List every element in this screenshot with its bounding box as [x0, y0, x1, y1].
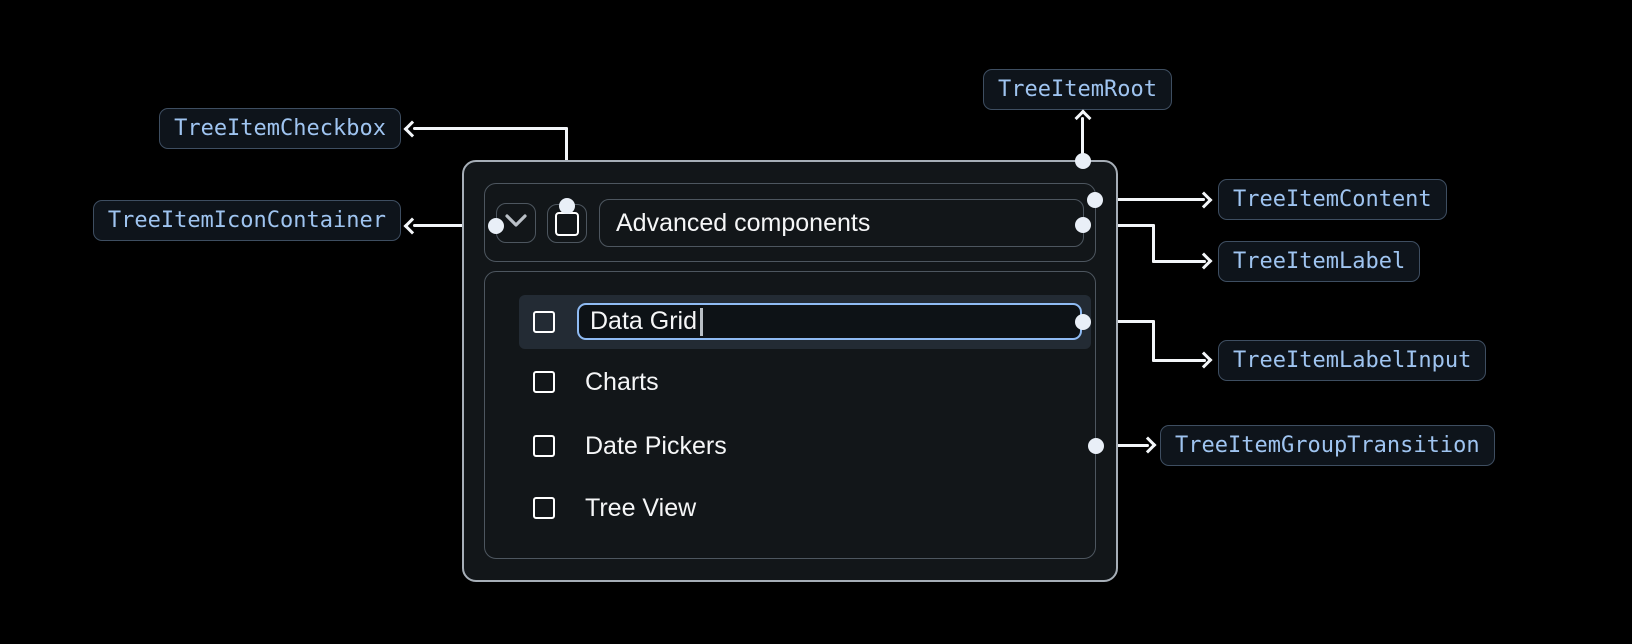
connector-dot [1088, 438, 1104, 454]
tree-row-label[interactable]: Charts [585, 368, 659, 396]
annotation-tree-item-content: TreeItemContent [1218, 179, 1447, 220]
text-cursor [699, 307, 703, 336]
connector-dot [1075, 217, 1091, 233]
checkbox-unchecked-icon[interactable] [533, 435, 555, 457]
annotation-tree-item-group-transition: TreeItemGroupTransition [1160, 425, 1495, 466]
connector-dot [559, 198, 575, 214]
connector-line [413, 224, 497, 227]
connector-line [1152, 359, 1206, 362]
connector-line [1152, 320, 1155, 362]
tree-item-content-box[interactable] [484, 183, 1096, 262]
tree-item-label-input-box[interactable]: Data Grid [577, 303, 1082, 340]
connector-line [1095, 198, 1205, 201]
label-input-value: Data Grid [590, 307, 697, 335]
tree-row-label[interactable]: Date Pickers [585, 432, 727, 460]
checkbox-unchecked-icon[interactable] [533, 497, 555, 519]
connector-line [1081, 117, 1084, 162]
connector-line [1083, 320, 1155, 323]
checkbox-unchecked-icon [555, 211, 579, 236]
chevron-down-icon [505, 213, 527, 233]
connector-dot [1087, 192, 1103, 208]
arrow-right-icon [1195, 351, 1213, 369]
connector-dot [1075, 314, 1091, 330]
tree-parent-label: Advanced components [616, 208, 871, 237]
arrow-up-icon [1074, 109, 1092, 127]
annotation-tree-item-checkbox: TreeItemCheckbox [159, 108, 401, 149]
connector-dot [488, 218, 504, 234]
connector-dot [1075, 153, 1091, 169]
arrow-right-icon [1195, 191, 1213, 209]
annotation-tree-item-label: TreeItemLabel [1218, 241, 1421, 282]
arrow-right-icon [1139, 436, 1157, 454]
checkbox-unchecked-icon[interactable] [533, 311, 555, 333]
tree-item-root-box [462, 160, 1118, 582]
connector-line [1083, 224, 1155, 227]
annotation-tree-item-root: TreeItemRoot [983, 69, 1172, 110]
connector-line [413, 127, 568, 130]
annotation-tree-item-label-input: TreeItemLabelInput [1218, 340, 1487, 381]
annotation-tree-item-icon-container: TreeItemIconContainer [92, 200, 401, 241]
tree-item-label-box: Advanced components [599, 199, 1084, 247]
connector-line [1152, 224, 1155, 263]
checkbox-unchecked-icon[interactable] [533, 371, 555, 393]
arrow-right-icon [1195, 252, 1213, 270]
arrow-left-icon [403, 217, 421, 235]
tree-item-group-transition-box [484, 271, 1096, 559]
connector-line [1152, 260, 1206, 263]
tree-row-label[interactable]: Tree View [585, 494, 697, 522]
connector-line [1096, 444, 1149, 447]
arrow-left-icon [403, 120, 421, 138]
